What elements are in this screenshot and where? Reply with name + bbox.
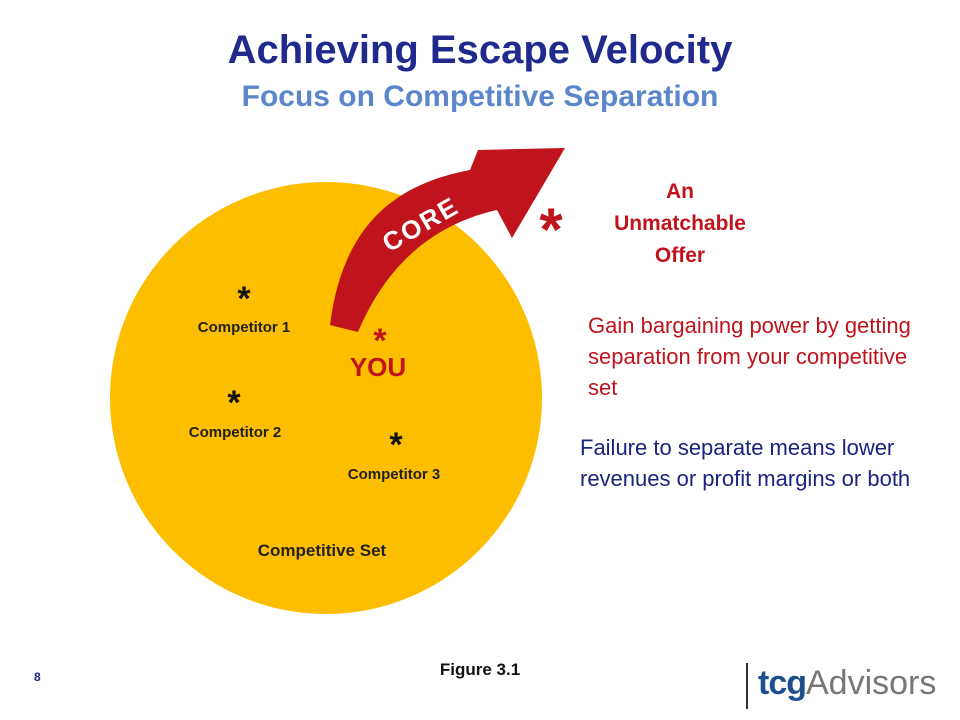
you-star: * xyxy=(373,322,387,360)
logo-divider xyxy=(746,663,748,709)
core-arrow xyxy=(330,148,565,332)
logo-tcg-text: tcg xyxy=(758,664,807,702)
competitor-1-star: * xyxy=(237,280,251,318)
slide-title: Achieving Escape Velocity xyxy=(227,28,733,72)
competitor-2-star: * xyxy=(227,384,241,422)
competitor-3-star: * xyxy=(389,426,403,464)
you-label: YOU xyxy=(350,352,406,382)
page-number: 8 xyxy=(34,670,41,684)
competitive-set-circle xyxy=(110,182,542,614)
competitive-set-label: Competitive Set xyxy=(258,541,387,560)
offer-star: * xyxy=(539,196,563,263)
offer-line: Unmatchable xyxy=(614,212,746,235)
slide-subtitle: Focus on Competitive Separation xyxy=(241,80,719,113)
failure-to-separate-text: Failure to separate means lower revenues… xyxy=(580,435,911,491)
competitor-3-label: Competitor 3 xyxy=(348,466,441,483)
unmatchable-offer-label: An Unmatchable Offer xyxy=(590,176,770,272)
offer-line: An xyxy=(666,180,694,203)
competitor-2-label: Competitor 2 xyxy=(189,424,282,441)
competitor-1-label: Competitor 1 xyxy=(198,319,291,336)
figure-caption: Figure 3.1 xyxy=(439,660,521,679)
logo-advisors-text: Advisors xyxy=(806,664,937,702)
gain-bargaining-text: Gain bargaining power by getting separat… xyxy=(588,313,911,400)
offer-line: Offer xyxy=(654,244,706,267)
tcg-advisors-logo: tcgAdvisors xyxy=(758,664,936,703)
